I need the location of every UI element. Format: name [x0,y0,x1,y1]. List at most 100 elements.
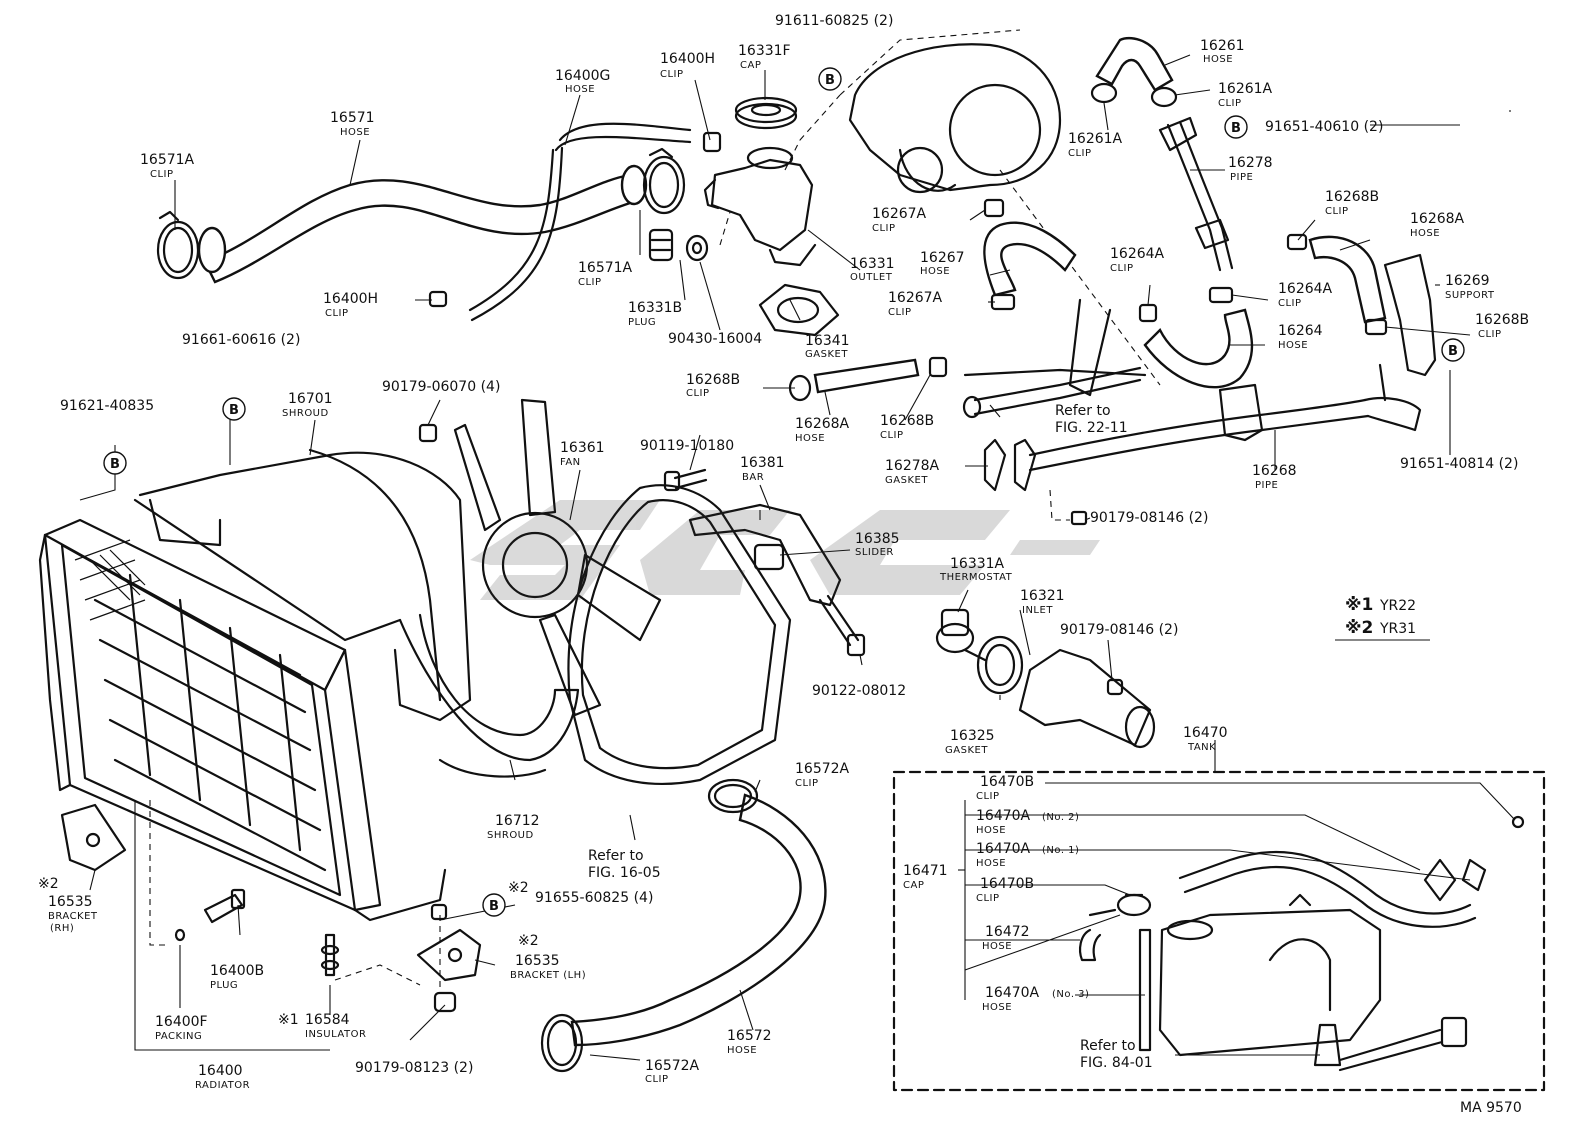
dashed-guide [149,800,441,990]
part-number: 90179-08146 (2) [1090,510,1208,526]
bracket-icon [60,803,127,872]
part-name: CLIP [976,791,1000,802]
b-marker: B [818,67,842,91]
part-number: 16400B [210,963,264,979]
part-variant: (No. 2) [1042,812,1079,823]
part-number: 16470A [976,841,1031,857]
part-number: 16361 [560,440,605,456]
part-name: CLIP [150,169,174,180]
water-outlet [703,146,817,267]
part-number: 16571A [578,260,633,276]
part-number: 16278A [885,458,940,474]
part-number: 90179-06070 (4) [382,379,500,395]
cooling-fan-icon [453,398,662,717]
part-name: GASKET [945,745,988,756]
clip-icon [1138,286,1234,323]
bracket-icon [416,928,482,982]
part-name: PIPE [1230,172,1253,183]
part-name: CLIP [795,778,819,789]
part-name: BRACKET [48,911,98,922]
b-marker: B [103,451,127,475]
tank-group-box [892,770,1546,1092]
sensor-connector-icon [1313,1016,1468,1072]
pipe-clamp [1218,383,1264,442]
b-markers: B B B B B B [103,67,1465,917]
part-mark: ※2 [518,933,539,949]
part-name: PIPE [1255,480,1278,491]
figure-reference: Refer to [1055,403,1111,419]
figure-reference: Refer to [588,848,644,864]
part-name: GASKET [885,475,928,486]
part-number: 91655-60825 (4) [535,890,653,906]
part-number: 16400F [155,1014,208,1030]
part-name: SHROUD [487,830,534,841]
figure-reference: FIG. 16-05 [588,865,661,881]
part-number: 16385 [855,531,900,547]
part-mark: ※1 [278,1012,299,1028]
radiator-cap-icon [734,96,798,130]
dashed-guide [719,94,841,246]
part-number: 90119-10180 [640,438,734,454]
part-number: 16331A [950,556,1005,572]
svg-text:B: B [1231,121,1241,136]
part-number: 16571A [140,152,195,168]
fan-bar [688,503,866,657]
part-number: 16400H [660,51,715,67]
part-number: 16584 [305,1012,350,1028]
part-number: 91621-40835 [60,398,154,414]
diagram-code: MA 9570 [1460,1100,1522,1116]
part-name: CLIP [686,388,710,399]
part-number: 16325 [950,728,995,744]
pipe-bracket [1158,116,1230,250]
part-number: 16400H [323,291,378,307]
part-name: HOSE [795,433,825,444]
part-name: SHROUD [282,408,329,419]
part-name: CLIP [976,893,1000,904]
part-number: 16278 [1228,155,1273,171]
part-name: CLIP [1478,329,1502,340]
legend-mark: ※1 [1345,595,1373,615]
part-number: 90430-16004 [668,331,762,347]
part-number: 91661-60616 (2) [182,332,300,348]
part-name: OUTLET [850,272,893,283]
leader-lines [79,54,1516,1061]
part-number: 16321 [1020,588,1065,604]
svg-text:B: B [110,457,120,472]
grommet-icon [430,903,457,1013]
b-marker: B [482,893,506,917]
part-number: 16571 [330,110,375,126]
part-number: 16331F [738,43,791,59]
part-name: BAR [742,472,764,483]
part-name: GASKET [805,349,848,360]
reservoir-tank-icon [1158,893,1382,1057]
part-number: 16267A [872,206,927,222]
part-name: HOSE [976,858,1006,869]
part-number: 16264A [1110,246,1165,262]
part-number: 16381 [740,455,785,471]
part-name: CLIP [660,69,684,80]
part-name: HOSE [976,825,1006,836]
lower-radiator-hose [570,793,827,1047]
part-number: 16331 [850,256,895,272]
cap-hose [1079,908,1117,962]
part-name: PACKING [155,1031,202,1042]
radiator-grid [74,539,146,621]
part-name: FAN [560,457,581,468]
part-name: SUPPORT [1445,290,1495,301]
part-number: 91651-40610 (2) [1265,119,1383,135]
part-number: 16268 [1252,463,1297,479]
part-mark: ※2 [508,880,529,896]
part-number: 16470A [976,808,1031,824]
part-name: HOSE [1203,54,1233,65]
part-name: CLIP [325,308,349,319]
svg-text:B: B [489,899,499,914]
part-name: CLIP [872,223,896,234]
part-number: 16267A [888,290,943,306]
part-name: HOSE [982,1002,1012,1013]
washer-icon [685,234,709,262]
part-name: CLIP [645,1074,669,1085]
figure-reference: FIG. 84-01 [1080,1055,1153,1071]
hose-16264 [1143,308,1254,389]
b-marker: B [1441,338,1465,362]
